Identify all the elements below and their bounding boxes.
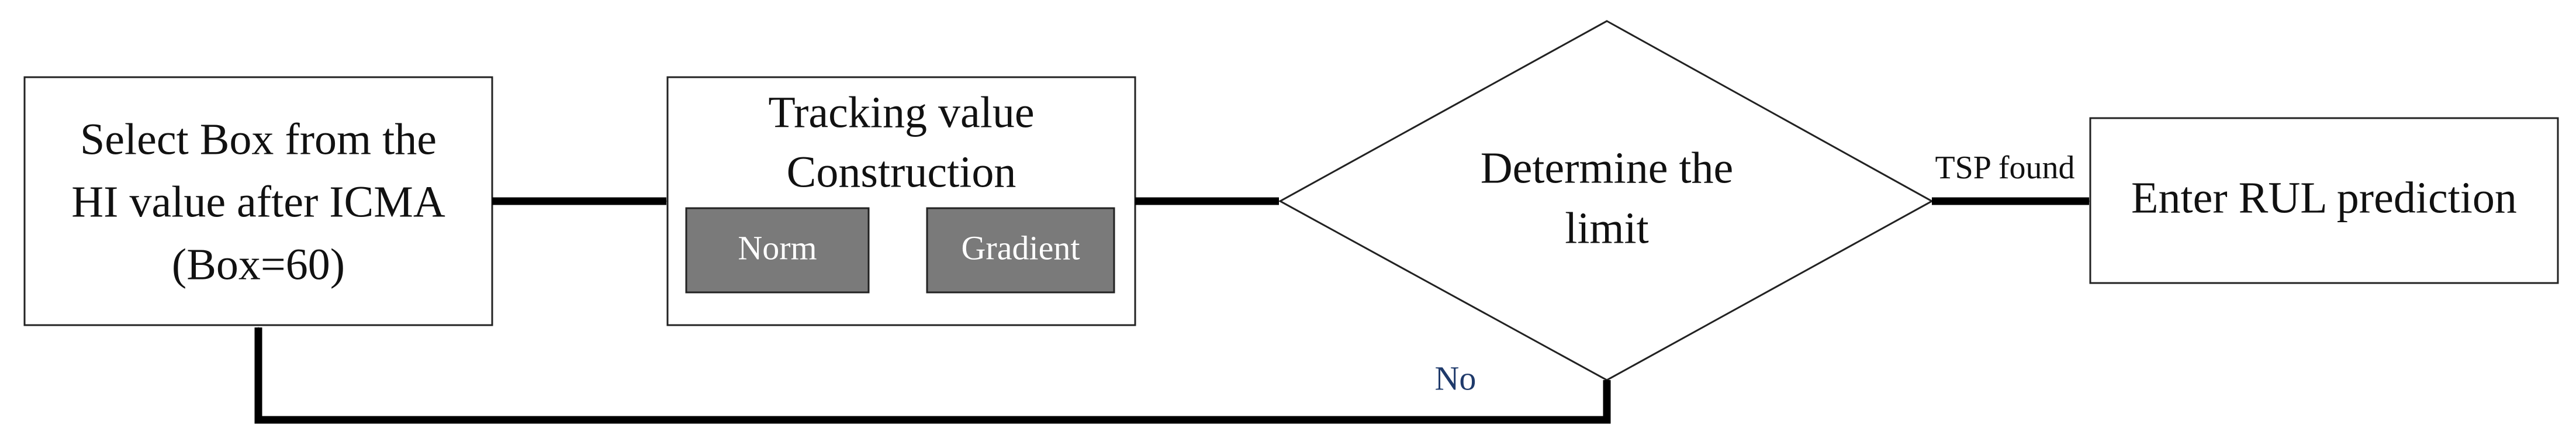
select-box-line-2: HI value after ICMA — [71, 177, 445, 226]
no-label: No — [1435, 359, 1477, 397]
tracking-line-1: Tracking value — [768, 88, 1034, 137]
decision-node: Determine the limit — [1278, 20, 1934, 381]
tracking-node: Tracking value Construction Norm Gradien… — [666, 76, 1136, 326]
gradient-box: Gradient — [926, 207, 1115, 294]
select-box-line-1: Select Box from the — [80, 115, 437, 164]
select-box-line-3: (Box=60) — [172, 240, 345, 289]
enter-rul-label: Enter RUL prediction — [2131, 173, 2517, 222]
norm-box: Norm — [685, 207, 870, 294]
norm-label: Norm — [738, 229, 817, 267]
tsp-found-label: TSP found — [1935, 150, 2074, 186]
tracking-line-2: Construction — [787, 147, 1016, 196]
enter-rul-node: Enter RUL prediction — [2089, 117, 2559, 284]
decision-line-1: Determine the — [1481, 143, 1734, 192]
arrow-no-feedback — [254, 327, 1611, 424]
decision-line-2: limit — [1565, 203, 1649, 253]
gradient-label: Gradient — [962, 229, 1080, 267]
select-box-node: Select Box from the HI value after ICMA … — [23, 76, 493, 326]
